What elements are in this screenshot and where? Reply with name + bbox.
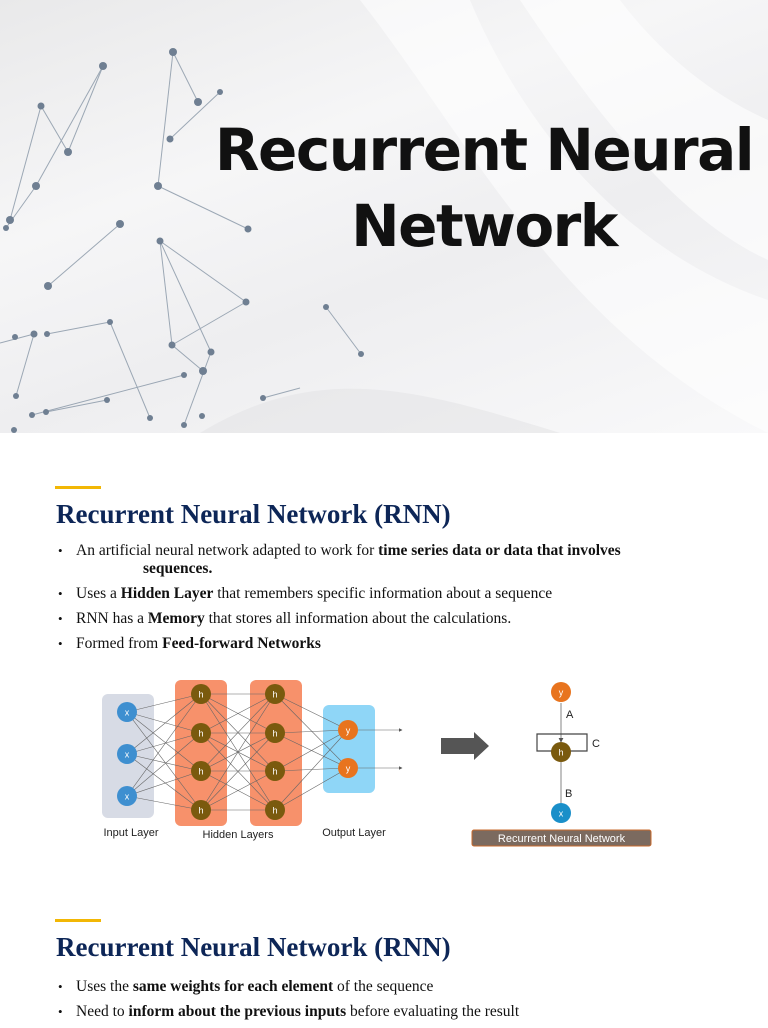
svg-text:h: h xyxy=(558,748,563,758)
rnn-input-node xyxy=(551,803,571,823)
label-b: B xyxy=(565,788,572,800)
hidden-node: h xyxy=(191,684,211,704)
bullet-item: RNN has a Memory that stores all informa… xyxy=(56,610,696,628)
right-arrow-icon xyxy=(441,732,489,760)
svg-text:h: h xyxy=(272,729,277,739)
diagram-caption: Recurrent Neural Network xyxy=(498,833,626,845)
hidden-node: h xyxy=(191,800,211,820)
svg-text:h: h xyxy=(198,806,203,816)
svg-text:h: h xyxy=(198,729,203,739)
bullet-text: that remembers specific information abou… xyxy=(213,585,553,602)
svg-text:y: y xyxy=(346,764,351,774)
hidden-node: h xyxy=(191,761,211,781)
svg-text:h: h xyxy=(272,690,277,700)
section-heading: Recurrent Neural Network (RNN) xyxy=(56,499,451,529)
svg-text:x: x xyxy=(125,792,130,802)
svg-text:y: y xyxy=(559,688,564,698)
accent-bar xyxy=(55,486,101,489)
accent-bar xyxy=(55,919,101,922)
network-decoration xyxy=(0,0,768,433)
svg-text:h: h xyxy=(272,767,277,777)
svg-text:x: x xyxy=(125,750,130,760)
input-node: x xyxy=(117,786,137,806)
label-c: C xyxy=(592,738,600,750)
input-node: x xyxy=(117,702,137,722)
rnn-output-node xyxy=(551,682,571,702)
input-node: x xyxy=(117,744,137,764)
bullet-text: Need to xyxy=(76,1003,129,1020)
bullet-text: of the sequence xyxy=(333,978,434,995)
bullet-text: RNN has a xyxy=(76,610,148,627)
svg-text:h: h xyxy=(272,806,277,816)
folded-rnn: y h x A C B xyxy=(536,682,600,823)
svg-text:x: x xyxy=(125,708,130,718)
hero-title: Recurrent Neural Network xyxy=(200,112,768,264)
output-node: y xyxy=(338,720,358,740)
bullet-bold: same weights for each element xyxy=(132,978,334,995)
hidden-node: h xyxy=(265,761,285,781)
input-layer-label: Input Layer xyxy=(103,827,158,839)
hero-title-line2: Network xyxy=(351,192,618,260)
bullet-bold: inform about the previous inputs xyxy=(128,1003,347,1020)
bullet-item: Formed from Feed-forward Networks xyxy=(56,635,696,653)
bullet-text: Uses a xyxy=(76,585,121,602)
bullet-text: An artificial neural network adapted to … xyxy=(76,542,379,559)
output-layer-bg xyxy=(323,705,375,793)
bullet-bold: Hidden Layer xyxy=(120,585,214,602)
bullet-item: Uses the same weights for each element o… xyxy=(56,978,696,996)
rnn-hidden-node xyxy=(551,742,571,762)
hidden-layer-bg xyxy=(250,680,302,826)
output-node: y xyxy=(338,758,358,778)
caption-box xyxy=(471,829,652,847)
bullet-item: An artificial neural network adapted to … xyxy=(56,542,696,578)
hidden-node: h xyxy=(265,800,285,820)
bullet-bold: Memory xyxy=(147,610,205,627)
bullet-bold: time series data or data that involves xyxy=(378,542,621,559)
bullet-bold-cont: sequences. xyxy=(143,560,213,577)
bullet-list: An artificial neural network adapted to … xyxy=(56,542,696,660)
bullet-bold: Feed-forward Networks xyxy=(162,635,321,652)
bullet-text: Formed from xyxy=(76,635,163,652)
svg-text:x: x xyxy=(559,809,564,819)
bullet-list: Uses the same weights for each element o… xyxy=(56,978,696,1028)
svg-text:y: y xyxy=(346,726,351,736)
bullet-item: Uses a Hidden Layer that remembers speci… xyxy=(56,585,696,603)
label-a: A xyxy=(566,709,574,721)
bullet-text: Uses the xyxy=(76,978,133,995)
bullet-text: before evaluating the result xyxy=(346,1003,520,1020)
hidden-layers-label: Hidden Layers xyxy=(203,829,274,841)
hidden-node: h xyxy=(265,684,285,704)
bullet-item: Need to inform about the previous inputs… xyxy=(56,1003,696,1021)
connections xyxy=(126,693,403,811)
bullet-text: that stores all information about the ca… xyxy=(204,610,512,627)
hidden-node: h xyxy=(191,723,211,743)
svg-text:h: h xyxy=(198,690,203,700)
rnn-diagram: x x x h h h h h h h h y y Input Layer Hi… xyxy=(102,680,652,847)
hidden-node: h xyxy=(265,723,285,743)
hero-title-line1: Recurrent Neural xyxy=(214,116,755,184)
section-heading: Recurrent Neural Network (RNN) xyxy=(56,932,451,962)
svg-text:h: h xyxy=(198,767,203,777)
output-layer-label: Output Layer xyxy=(322,827,386,839)
title-slide: Recurrent Neural Network xyxy=(0,0,768,433)
